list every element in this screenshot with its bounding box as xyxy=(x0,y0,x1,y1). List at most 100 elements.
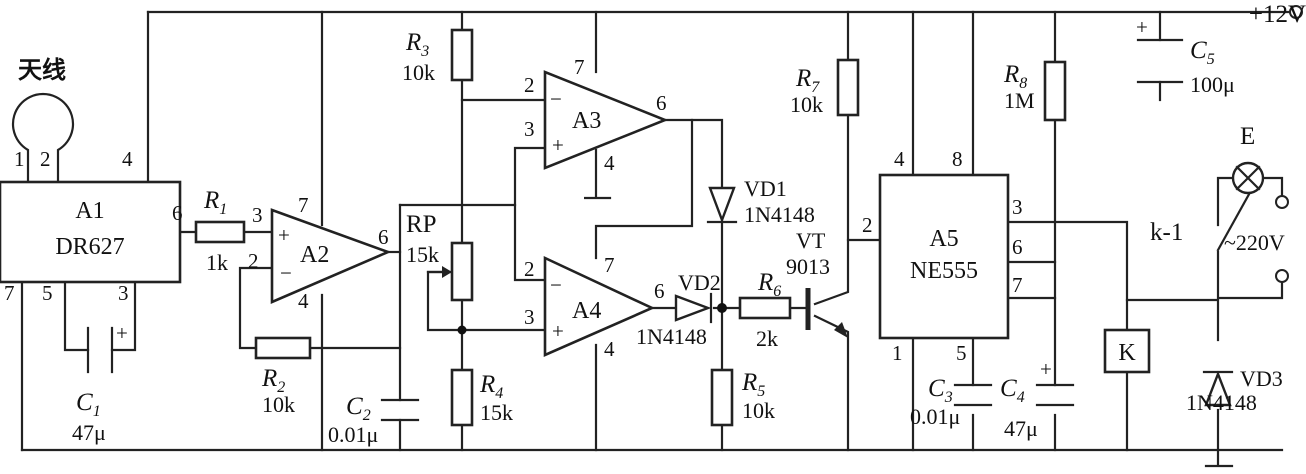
vd3-part: 1N4148 xyxy=(1186,390,1257,415)
r4-name: R4 xyxy=(479,371,503,402)
a4-pin-4: 4 xyxy=(604,337,615,361)
c5-value: 100μ xyxy=(1190,72,1235,97)
a5-pin-6: 6 xyxy=(1012,235,1023,259)
a2-pin-2: 2 xyxy=(248,249,259,273)
a2-pin-7: 7 xyxy=(298,193,309,217)
relay-coil-k xyxy=(1103,328,1151,374)
relay-coil-label: K xyxy=(1118,340,1136,366)
rp-wiper-arrow xyxy=(442,266,452,278)
a5-pin-5: 5 xyxy=(956,341,967,365)
a4-pin-3: 3 xyxy=(524,305,535,329)
opamp-a3 xyxy=(543,70,669,170)
a1-pin-4: 4 xyxy=(122,147,133,171)
vd2-name: VD2 xyxy=(678,270,721,295)
r4-value: 15k xyxy=(480,400,513,425)
r6-value: 2k xyxy=(756,326,778,351)
a1-pin-5: 5 xyxy=(42,281,53,305)
chip-a5-part: NE555 xyxy=(910,258,978,284)
capacitor-c2 xyxy=(380,398,420,422)
a1-pin-2: 2 xyxy=(40,147,51,171)
c1-name: C1 xyxy=(76,389,101,420)
r8-value: 1M xyxy=(1004,88,1035,113)
opamp-a2-ref: A2 xyxy=(300,242,329,268)
a1-pin-6: 6 xyxy=(172,201,183,225)
resistor-r2 xyxy=(254,336,312,360)
a1-pin-3: 3 xyxy=(118,281,129,305)
transistor-vt xyxy=(805,288,848,338)
relay-contact-label: k-1 xyxy=(1150,219,1183,246)
mains-label: ~220V xyxy=(1224,230,1285,255)
a3-pin-7: 7 xyxy=(574,55,585,79)
a5-pin-2: 2 xyxy=(862,213,873,237)
capacitor-c3 xyxy=(953,383,993,407)
lamp-name: E xyxy=(1240,123,1255,150)
a5-pin-1: 1 xyxy=(892,341,903,365)
diode-vd1 xyxy=(706,186,738,224)
c1-value: 47μ xyxy=(72,420,106,445)
r3-name: R3 xyxy=(405,29,429,60)
a1-pin-7: 7 xyxy=(4,281,15,305)
resistor-r1 xyxy=(194,220,246,244)
a2-minus: − xyxy=(280,261,292,285)
a4-plus: + xyxy=(552,319,564,343)
c4-value: 47μ xyxy=(1004,416,1038,441)
a2-plus: + xyxy=(278,223,290,247)
chip-a1-part: DR627 xyxy=(55,234,124,260)
mains-terminal-top xyxy=(1275,195,1289,209)
opamp-a3-ref: A3 xyxy=(572,108,601,134)
a2-pin-3: 3 xyxy=(252,203,263,227)
r5-name: R5 xyxy=(741,369,765,400)
a3-pin-3: 3 xyxy=(524,117,535,141)
supply-terminal xyxy=(1289,5,1303,19)
a5-pin-8: 8 xyxy=(952,147,963,171)
a1-pin-1: 1 xyxy=(14,147,25,171)
a3-plus: + xyxy=(552,133,564,157)
vd1-name: VD1 xyxy=(744,176,787,201)
resistor-r8 xyxy=(1043,60,1067,122)
resistor-r3 xyxy=(450,28,474,82)
diode-vd2 xyxy=(674,292,713,324)
rp-value: 15k xyxy=(406,242,439,267)
a4-minus: − xyxy=(550,273,562,297)
capacitor-c4 xyxy=(1035,383,1075,407)
r5-value: 10k xyxy=(742,398,775,423)
potentiometer-rp xyxy=(450,241,474,302)
junction-dots xyxy=(457,303,727,335)
opamp-a2 xyxy=(270,208,392,304)
lamp-e xyxy=(1231,161,1265,195)
a5-pin-7: 7 xyxy=(1012,273,1023,297)
resistor-r5 xyxy=(710,368,734,427)
a5-pin-3: 3 xyxy=(1012,195,1023,219)
wires xyxy=(20,10,1292,468)
a4-pin-6: 6 xyxy=(654,279,665,303)
chip-a5 xyxy=(878,173,1010,340)
a3-pin-2: 2 xyxy=(524,73,535,97)
r2-name: R2 xyxy=(261,365,285,396)
capacitor-c1 xyxy=(86,326,114,374)
r1-value: 1k xyxy=(206,250,228,275)
chip-a1-ref: A1 xyxy=(75,198,104,224)
vt-name: VT xyxy=(796,228,826,253)
resistor-r6 xyxy=(738,296,792,320)
capacitor-c5 xyxy=(1136,38,1184,84)
r7-name: R7 xyxy=(795,65,820,96)
antenna-loop xyxy=(11,93,75,184)
mains-terminal-bottom xyxy=(1275,269,1289,283)
opamp-a4 xyxy=(543,255,656,357)
r2-value: 10k xyxy=(262,392,295,417)
c4-plus: + xyxy=(1040,357,1052,381)
c1-plus: + xyxy=(116,321,128,345)
r7-value: 10k xyxy=(790,92,823,117)
r8-name: R8 xyxy=(1003,61,1027,92)
c5-name: C5 xyxy=(1190,37,1215,68)
resistor-r4 xyxy=(450,368,474,427)
vd3-name: VD3 xyxy=(1240,366,1283,391)
c2-name: C2 xyxy=(346,393,371,424)
a4-pin-2: 2 xyxy=(524,257,535,281)
c3-name: C3 xyxy=(928,375,953,406)
a3-pin-4: 4 xyxy=(604,151,615,175)
opamp-a4-ref: A4 xyxy=(572,298,601,324)
vt-part: 9013 xyxy=(786,254,830,279)
diode-vd3 xyxy=(1202,370,1234,407)
